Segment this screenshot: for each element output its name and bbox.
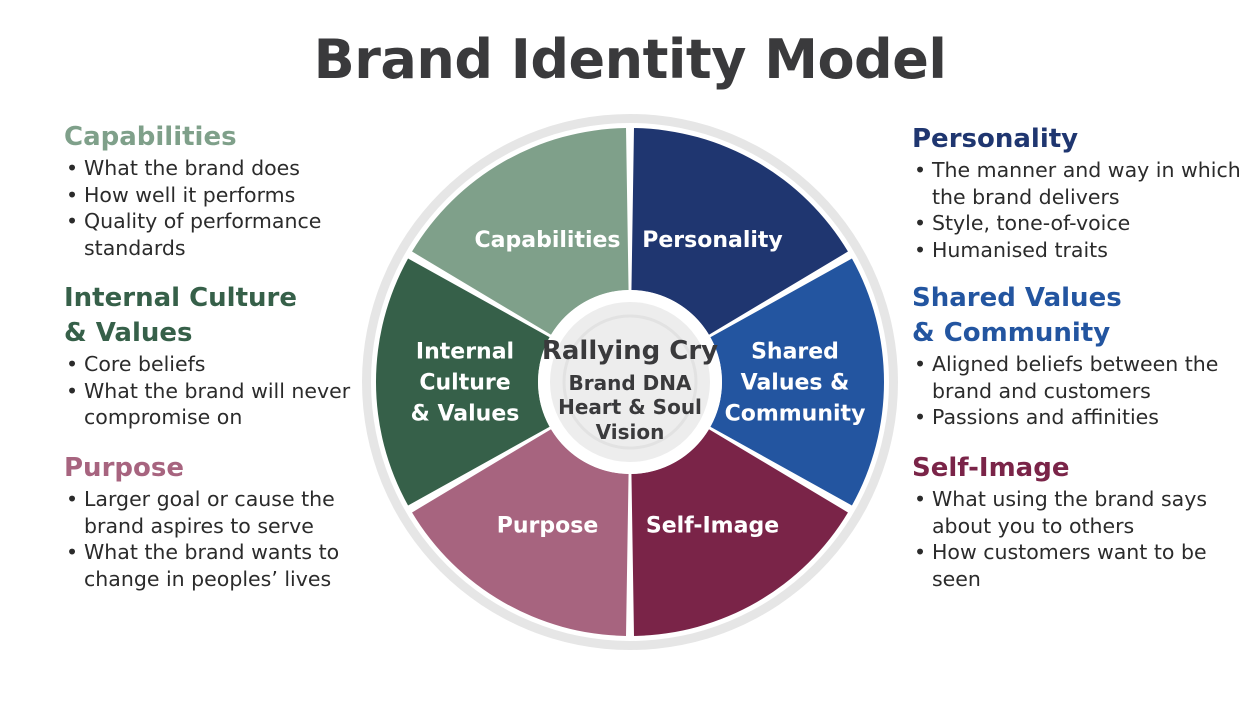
wheel-label-internal-culture: Internal (416, 340, 514, 365)
wheel-label-capabilities: Capabilities (474, 228, 620, 253)
self-image-description: Self-Image What using the brand says abo… (912, 451, 1252, 592)
capabilities-description: Capabilities What the brand does How wel… (64, 120, 394, 261)
personality-description: Personality The manner and way in which … (912, 122, 1252, 263)
wheel-label-personality: Personality (642, 228, 783, 253)
bullet-item: What the brand does (64, 155, 394, 182)
wheel-segments (376, 128, 884, 636)
personality-bullets: The manner and way in which the brand de… (912, 157, 1252, 263)
wheel-label-internal-culture: Culture (419, 371, 510, 396)
bullet-item: Humanised traits (912, 237, 1252, 264)
shared-values-bullets: Aligned beliefs between the brand and cu… (912, 351, 1252, 431)
self-image-bullets: What using the brand says about you to o… (912, 486, 1252, 592)
bullet-item: What using the brand says about you to o… (912, 486, 1252, 539)
wheel-label-internal-culture: & Values (411, 402, 520, 427)
wheel-label-self-image: Self-Image (646, 514, 779, 539)
bullet-item: How customers want to be seen (912, 539, 1252, 592)
bullet-item: The manner and way in which the brand de… (912, 157, 1252, 210)
bullet-item: Aligned beliefs between the brand and cu… (912, 351, 1252, 404)
bullet-item: Larger goal or cause the brand aspires t… (64, 486, 394, 539)
shared-values-heading: Shared Values & Community (912, 281, 1252, 351)
purpose-bullets: Larger goal or cause the brand aspires t… (64, 486, 394, 592)
center-inner-circle (550, 302, 710, 462)
heading-line: & Community (912, 318, 1111, 348)
center-line: Brand DNA (569, 371, 692, 395)
bullet-item: Quality of performance standards (64, 208, 394, 261)
internal-culture-heading: Internal Culture & Values (64, 281, 394, 351)
bullet-item: What the brand wants to change in people… (64, 539, 394, 592)
center-line: Heart & Soul (558, 395, 702, 419)
wheel-segment-self-image (631, 429, 848, 636)
wheel-segment-capabilities (412, 128, 629, 335)
internal-culture-description: Internal Culture & Values Core beliefs W… (64, 281, 394, 431)
self-image-heading: Self-Image (912, 453, 1070, 483)
wheel-segment-purpose (412, 429, 629, 636)
center-line: Vision (596, 420, 665, 444)
wheel-label-purpose: Purpose (497, 514, 599, 539)
bullet-item: How well it performs (64, 182, 394, 209)
center-watermark-ring (562, 314, 698, 450)
heading-line: Shared Values (912, 283, 1122, 313)
center-title: Rallying Cry (542, 336, 718, 366)
wheel-segment-personality (631, 128, 848, 335)
personality-heading: Personality (912, 124, 1079, 154)
wheel-segment-shared-values (710, 258, 884, 506)
wheel-segment-internal-culture (376, 258, 550, 506)
heading-line: & Values (64, 318, 193, 348)
purpose-description: Purpose Larger goal or cause the brand a… (64, 451, 394, 592)
bullet-item: Style, tone-of-voice (912, 210, 1252, 237)
wheel-label-shared-values: Values & (741, 371, 850, 396)
bullet-item: Passions and affinities (912, 404, 1252, 431)
page-title: Brand Identity Model (313, 28, 947, 91)
shared-values-description: Shared Values & Community Aligned belief… (912, 281, 1252, 431)
wheel-label-shared-values: Community (725, 402, 866, 427)
internal-culture-bullets: Core beliefs What the brand will never c… (64, 351, 394, 431)
bullet-item: Core beliefs (64, 351, 394, 378)
wheel-label-shared-values: Shared (751, 340, 839, 365)
capabilities-bullets: What the brand does How well it performs… (64, 155, 394, 261)
bullet-item: What the brand will never compromise on (64, 378, 394, 431)
capabilities-heading: Capabilities (64, 122, 237, 152)
heading-line: Internal Culture (64, 283, 297, 313)
purpose-heading: Purpose (64, 453, 184, 483)
